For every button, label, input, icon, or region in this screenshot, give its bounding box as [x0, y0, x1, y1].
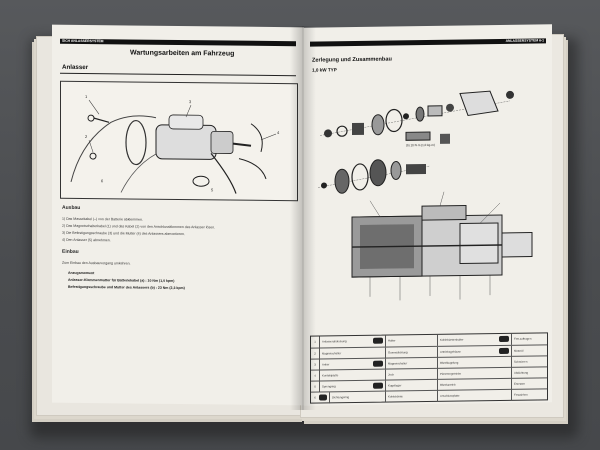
grease-symbol-icon: [499, 335, 509, 343]
seal-symbol-icon: [373, 382, 383, 389]
running-header: ANLASSERSYSTEM 6-1: [505, 38, 544, 43]
torque-line-2: Befestigungsschraube und Mutter des Anla…: [68, 284, 185, 291]
callout-3: 3: [189, 99, 192, 104]
running-header: SICH ANLASSERSYSTEM: [62, 38, 104, 44]
oil-symbol-icon: [499, 347, 509, 355]
section-title-anlasser: Anlasser: [62, 63, 89, 72]
spec-label: (b) 10 N·m (1,0 kg-m): [406, 143, 435, 147]
ausbau-step-2: 2) Das Magnetschalterkabel (1) und das K…: [62, 223, 216, 230]
callout-1: 1: [85, 94, 88, 99]
exploded-view-figure: (b) 10 N·m (1,0 kg-m): [310, 72, 548, 327]
torque-line-1: Anlasser-Klemmenmutter für Batteriekabel…: [68, 277, 175, 283]
replace-symbol-icon: [319, 394, 327, 401]
parts-legend-table: 1 Anlasserabdeckung Halter Kohlebürstenh…: [310, 332, 548, 404]
ausbau-heading: Ausbau: [62, 204, 81, 211]
page-title: Zerlegung und Zusammenbau: [312, 56, 392, 64]
page-title: Wartungsarbeiten am Fahrzeug: [130, 49, 235, 58]
ausbau-step-3: 3) Die Befestigungsschraube (3) und die …: [62, 230, 185, 237]
ausbau-step-1: 1) Das Massekabel (–) von der Batterie a…: [62, 216, 143, 222]
exploded-starter-drawing: (b) 10 N·m (1,0 kg-m): [317, 90, 533, 301]
ausbau-step-4: 4) Den Anlasser (5) abnehmen.: [62, 237, 111, 243]
lubricate-symbol-icon: [373, 337, 383, 344]
einbau-heading: Einbau: [62, 248, 79, 255]
callout-2: 2: [85, 134, 88, 139]
left-page: SICH ANLASSERSYSTEM Wartungsarbeiten am …: [52, 24, 304, 406]
right-page: ANLASSERSYSTEM 6-1 Zerlegung und Zusamme…: [304, 24, 552, 406]
type-subtitle: 1,0 kW TYP: [312, 67, 337, 73]
torque-heading: Anzugsmoment: [68, 270, 95, 276]
callout-4: 4: [277, 130, 280, 135]
starter-motor-drawing: 1 2 3 4 5 6: [70, 94, 280, 194]
callout-5: 5: [211, 187, 214, 192]
section-rule: [60, 72, 296, 77]
lubricate-symbol-icon: [373, 360, 383, 367]
legend-row: 6 Dichtungsring Kohlebürste Anschlusspla…: [311, 388, 548, 404]
einbau-text: Zum Einbau den Ausbauvorgang umkehren.: [62, 260, 131, 266]
callout-6: 6: [101, 178, 104, 183]
starter-removal-figure: 1 2 3 4 5 6: [60, 80, 298, 202]
